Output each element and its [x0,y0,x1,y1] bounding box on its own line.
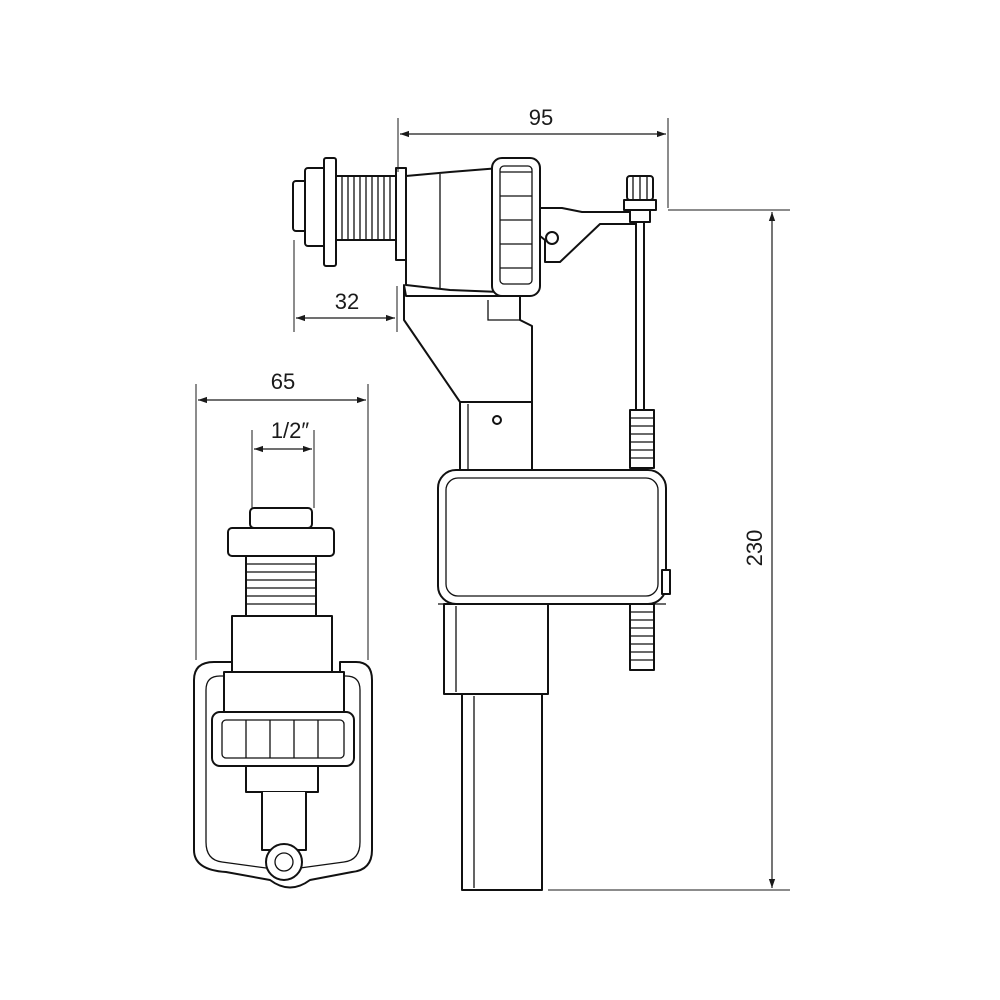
inlet-nipple [292,157,407,267]
float-pivot [265,843,303,881]
body-mid [223,671,345,713]
dimension-95: 95 [397,105,669,208]
side-view [292,157,671,891]
riser-neck [403,284,533,403]
body-collar [231,615,333,673]
thread-cap [249,507,313,529]
dimension-32-label: 32 [335,289,359,314]
lower-tube [443,603,549,891]
dimension-thread: 1/2″ [251,418,315,508]
dimension-95-label: 95 [529,105,553,130]
front-union-nut [211,711,355,767]
rod-thread-upper [629,409,655,469]
tube-sleeve [459,401,533,473]
dimension-65: 65 [195,369,369,660]
lower-linkage [245,765,319,793]
dimension-thread-label: 1/2″ [271,418,310,443]
dimension-230: 230 [548,209,790,891]
hex-nut [227,527,335,557]
threaded-shank [245,555,317,617]
float-box [437,469,671,605]
adjusting-rod [623,175,657,671]
dimension-230-label: 230 [742,530,767,567]
rod-thread-lower [629,603,655,671]
front-view [193,507,373,889]
dimension-32: 32 [293,240,398,332]
valve-head [405,157,643,297]
dimension-65-label: 65 [271,369,295,394]
